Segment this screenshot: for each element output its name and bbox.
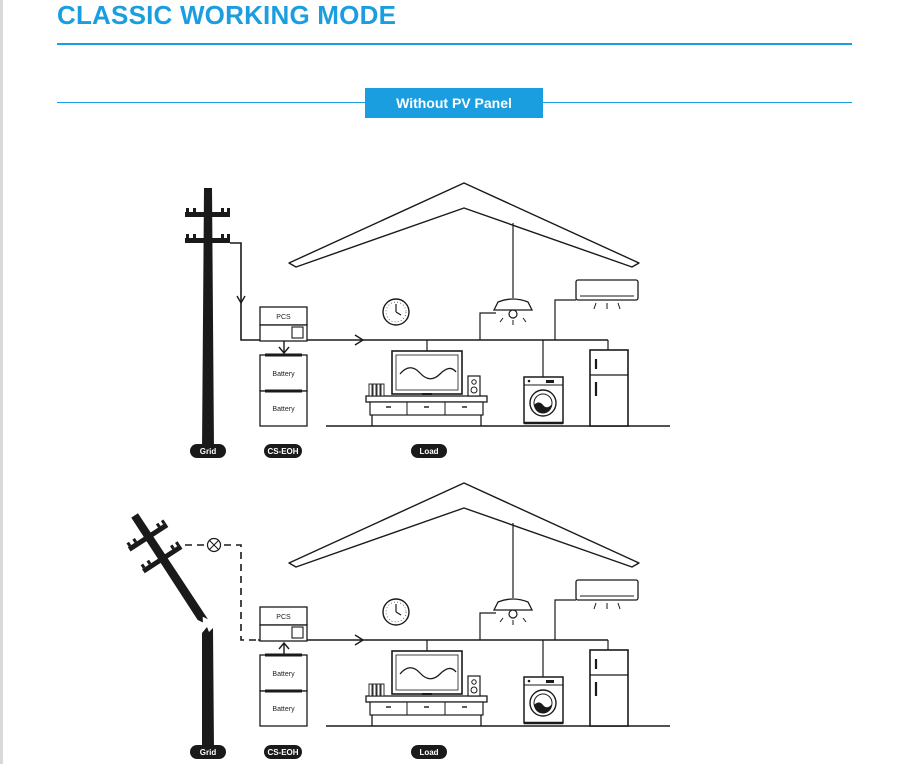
flow-arrow-icon — [354, 334, 365, 346]
house-roof-icon — [287, 181, 672, 428]
battery-label: Battery — [272, 706, 295, 713]
grid-disconnected-line — [224, 544, 258, 641]
grid-tag: Grid — [190, 444, 226, 458]
scene-grid-outage: PCS Battery Battery Grid CS-EOH Load — [126, 481, 672, 759]
disconnect-icon — [206, 537, 222, 553]
device-tag: CS-EOH — [264, 745, 302, 759]
grid-tag: Grid — [190, 745, 226, 759]
pcs-label: PCS — [276, 614, 291, 621]
battery-label: Battery — [272, 406, 295, 413]
page-edge — [0, 0, 3, 764]
svg-text:Grid: Grid — [200, 748, 217, 757]
svg-text:Grid: Grid — [200, 447, 217, 456]
discharge-arrow-icon — [278, 641, 290, 650]
page-title: CLASSIC WORKING MODE — [57, 0, 397, 30]
utility-pole-icon — [185, 188, 230, 450]
load-tag: Load — [411, 745, 447, 759]
device-tag: CS-EOH — [264, 444, 302, 458]
charge-arrow-icon — [278, 346, 290, 355]
title-underline — [57, 43, 852, 45]
house-roof-icon — [287, 481, 672, 728]
broken-pole-icon — [126, 513, 214, 750]
svg-text:CS-EOH: CS-EOH — [267, 748, 298, 757]
mode-badge: Without PV Panel — [365, 88, 543, 118]
scene-grid-connected: PCS Battery Battery Grid CS-EOH Load — [185, 181, 672, 458]
pcs-label: PCS — [276, 314, 291, 321]
battery-label: Battery — [272, 671, 295, 678]
grid-feed-line — [230, 242, 608, 341]
flow-arrow-icon — [354, 634, 365, 646]
grid-down-arrow-icon — [236, 295, 246, 305]
battery-label: Battery — [272, 371, 295, 378]
svg-text:CS-EOH: CS-EOH — [267, 447, 298, 456]
svg-text:Load: Load — [419, 447, 438, 456]
load-tag: Load — [411, 444, 447, 458]
svg-text:Load: Load — [419, 748, 438, 757]
